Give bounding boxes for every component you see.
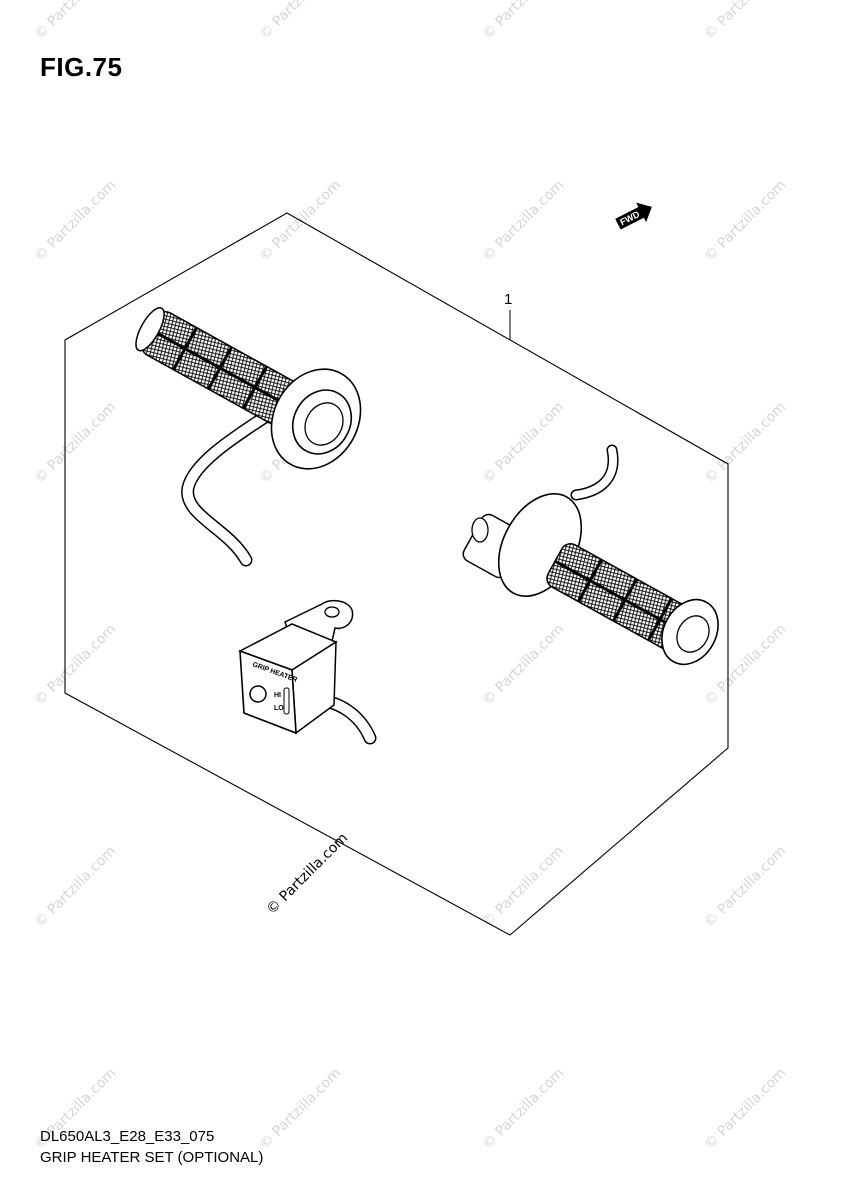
watermark-text: © Partzilla.com (702, 177, 790, 265)
watermark-text: © Partzilla.com (264, 830, 352, 918)
watermark-text: © Partzilla.com (32, 621, 120, 709)
watermark-text: © Partzilla.com (32, 843, 120, 931)
forward-arrow-shape (615, 202, 652, 230)
watermark-text: © Partzilla.com (480, 621, 568, 709)
watermark-text: © Partzilla.com (32, 0, 120, 43)
forward-arrow: FWD (615, 202, 652, 230)
switch-front-face (239, 649, 297, 735)
watermark-text: © Partzilla.com (480, 177, 568, 265)
switch-button[interactable] (249, 685, 267, 703)
watermark-grid: © Partzilla.com © Partzilla.com © Partzi… (32, 0, 790, 1153)
callout-item-1[interactable]: 1 (504, 291, 512, 340)
watermark-text: © Partzilla.com (32, 399, 120, 487)
switch-indicator (283, 687, 290, 715)
right-grip-cable (572, 446, 618, 499)
watermark-text: © Partzilla.com (702, 399, 790, 487)
figure-code: DL650AL3_E28_E33_075 (40, 1128, 215, 1145)
watermark-text: © Partzilla.com (257, 1065, 345, 1153)
left-grip[interactable] (131, 304, 378, 567)
grip-heater-switch[interactable]: GRIP HEATER HI LO (238, 599, 377, 745)
watermark-text: © Partzilla.com (480, 843, 568, 931)
watermark-text: © Partzilla.com (702, 843, 790, 931)
watermark-text: © Partzilla.com (480, 399, 568, 487)
switch-lo-label: LO (274, 705, 284, 712)
watermark-text: © Partzilla.com (702, 0, 790, 43)
set-boundary-box (64, 212, 729, 936)
watermark-text: © Partzilla.com (480, 1065, 568, 1153)
callout-number: 1 (504, 291, 512, 308)
switch-hi-label: HI (274, 692, 281, 699)
figure-title: FIG.75 (40, 52, 123, 82)
figure-caption: GRIP HEATER SET (OPTIONAL) (40, 1149, 264, 1166)
watermark-text: © Partzilla.com (702, 1065, 790, 1153)
watermark-text: © Partzilla.com (480, 0, 568, 43)
watermark-text: © Partzilla.com (32, 177, 120, 265)
left-grip-cable (182, 393, 297, 565)
right-grip[interactable] (460, 444, 729, 674)
watermark-text: © Partzilla.com (257, 0, 345, 43)
